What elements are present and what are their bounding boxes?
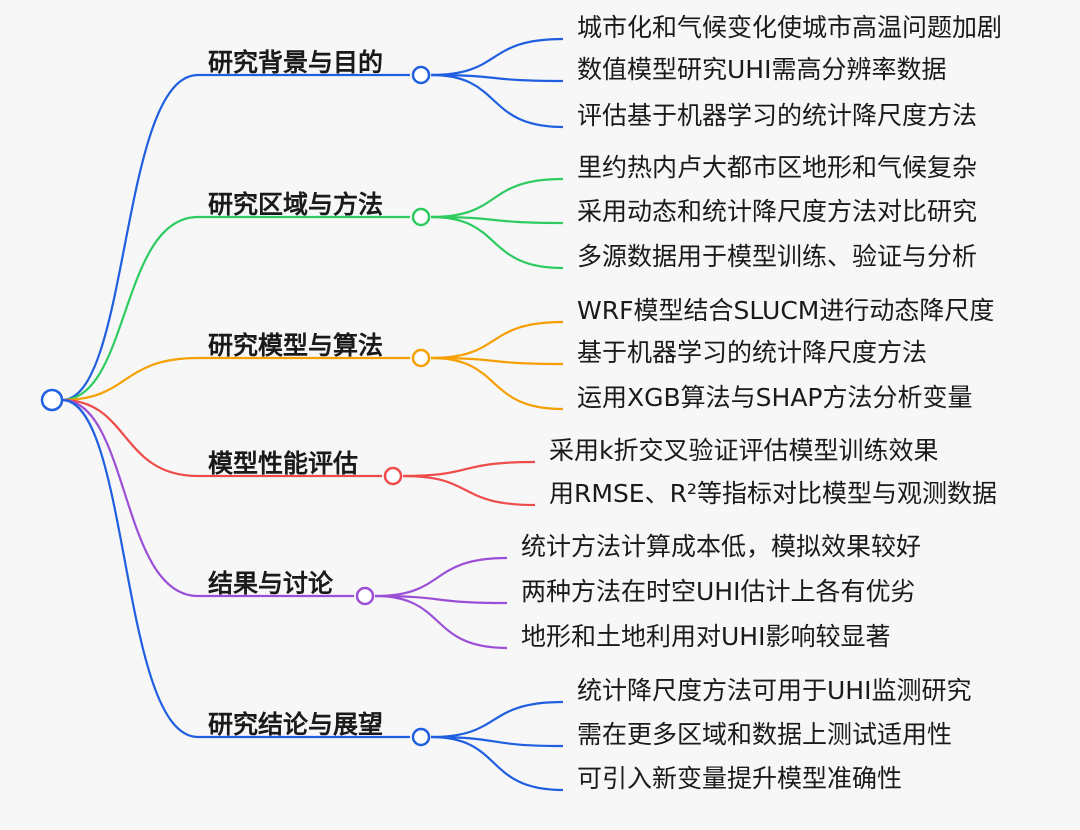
branch-edge-3 (61, 356, 410, 402)
leaf-label-6-2: 需在更多区域和数据上测试适用性 (577, 720, 952, 749)
leaf-edge-5-1 (374, 556, 508, 598)
leaf-edge-6-3 (430, 735, 564, 792)
mind-map-nodes (40, 65, 431, 747)
leaf-label-5-2: 两种方法在时空UHI估计上各有优劣 (521, 577, 915, 606)
leaf-label-2-1: 里约热内卢大都市区地形和气候复杂 (577, 153, 977, 182)
leaf-edge-3-2 (430, 356, 564, 366)
leaf-label-3-1: WRF模型结合SLUCM进行动态降尺度 (577, 296, 994, 325)
branch-edge-4 (61, 398, 382, 478)
leaf-label-1-2: 数值模型研究UHI需高分辨率数据 (577, 55, 946, 84)
branch-edge-6 (61, 398, 410, 739)
leaf-edge-1-2 (430, 73, 564, 83)
mind-map-labels: 研究背景与目的 城市化和气候变化使城市高温问题加剧数值模型研究UHI需高分辨率数据… (208, 13, 1002, 793)
mind-map-edges (61, 37, 564, 792)
branch-edge-2 (61, 215, 410, 402)
leaf-edge-2-2 (430, 215, 564, 225)
branch-label-5: 结果与讨论 (208, 569, 334, 598)
branch-node-6[interactable] (411, 727, 431, 747)
leaf-edge-6-1 (430, 700, 564, 739)
branch-edge-5 (61, 398, 354, 598)
leaf-edge-2-3 (430, 215, 564, 270)
leaf-label-5-3: 地形和土地利用对UHI影响较显著 (521, 622, 890, 651)
leaf-edge-4-2 (402, 474, 536, 507)
leaf-edge-3-3 (430, 356, 564, 411)
leaf-edge-1-1 (430, 37, 564, 77)
leaf-edge-6-2 (430, 735, 564, 748)
branch-label-2: 研究区域与方法 (208, 190, 383, 219)
leaf-label-1-3: 评估基于机器学习的统计降尺度方法 (577, 101, 977, 130)
leaf-label-3-3: 运用XGB算法与SHAP方法分析变量 (577, 383, 973, 412)
branch-label-6: 研究结论与展望 (208, 710, 383, 739)
leaf-label-3-2: 基于机器学习的统计降尺度方法 (577, 338, 927, 367)
branch-node-5[interactable] (355, 586, 375, 606)
branch-edge-1 (61, 73, 410, 402)
leaf-label-6-1: 统计降尺度方法可用于UHI监测研究 (577, 676, 971, 705)
branch-node-1[interactable] (411, 65, 431, 85)
leaf-label-1-1: 城市化和气候变化使城市高温问题加剧 (577, 13, 1002, 42)
leaf-edge-3-1 (430, 320, 564, 360)
branch-label-1: 研究背景与目的 (208, 48, 383, 77)
leaf-label-4-1: 采用k折交叉验证评估模型训练效果 (549, 436, 938, 465)
branch-label-3: 研究模型与算法 (208, 331, 383, 360)
leaf-edge-5-3 (374, 594, 508, 650)
leaf-label-6-3: 可引入新变量提升模型准确性 (577, 764, 902, 793)
leaf-label-5-1: 统计方法计算成本低，模拟效果较好 (521, 532, 921, 561)
root-node[interactable] (40, 388, 64, 412)
leaf-label-4-2: 用RMSE、R²等指标对比模型与观测数据 (549, 479, 997, 508)
leaf-edge-2-1 (430, 177, 564, 219)
branch-node-2[interactable] (411, 207, 431, 227)
leaf-label-2-3: 多源数据用于模型训练、验证与分析 (577, 242, 977, 271)
leaf-edge-4-1 (402, 460, 536, 478)
branch-node-3[interactable] (411, 348, 431, 368)
branch-label-4: 模型性能评估 (208, 449, 358, 478)
leaf-edge-5-2 (374, 594, 508, 605)
leaf-label-2-2: 采用动态和统计降尺度方法对比研究 (577, 197, 977, 226)
leaf-edge-1-3 (430, 73, 564, 129)
branch-node-4[interactable] (383, 466, 403, 486)
